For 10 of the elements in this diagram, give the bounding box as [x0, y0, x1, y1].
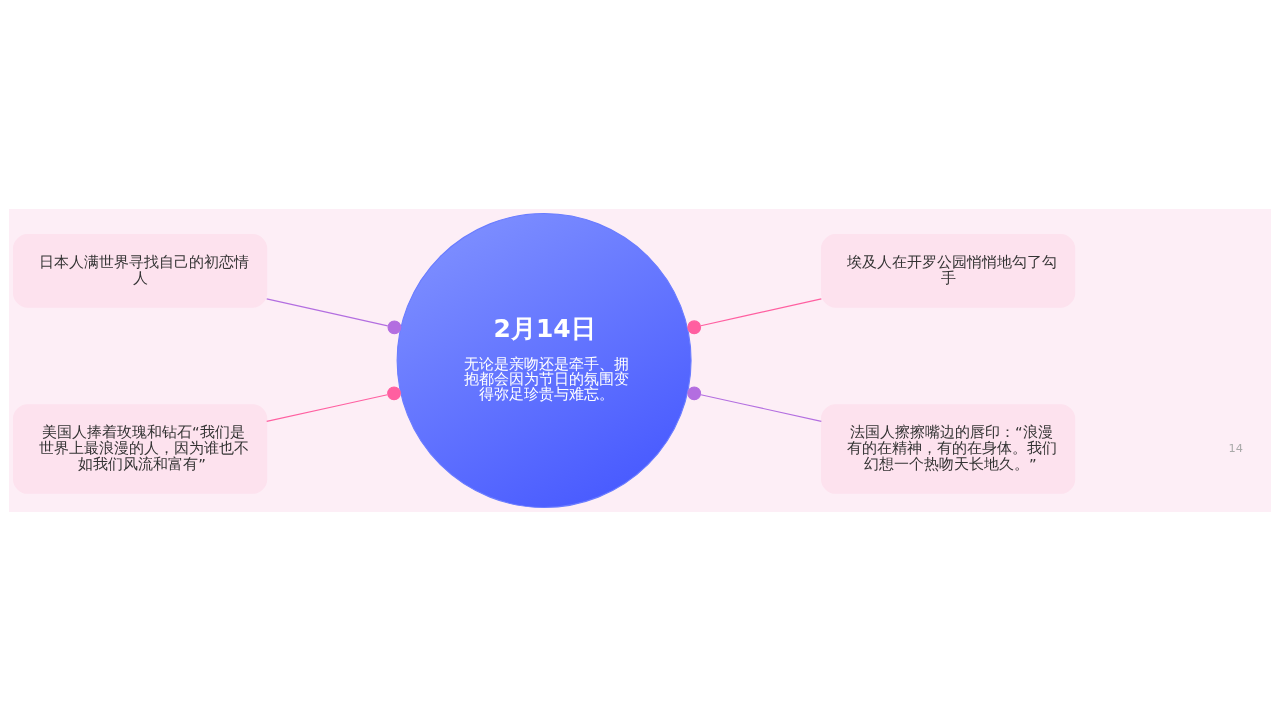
- connector: [266, 385, 401, 422]
- node-box: 美国人捧着玫瑰和钻石“我们是世界上最浪漫的人，因为谁也不如我们风流和富有”: [13, 403, 268, 494]
- label: 14: [1228, 440, 1243, 455]
- node-circle: 2月14日 无论是亲吻还是牵手、拥抱都会因为节日的氛围变得弥足珍贵与难忘。: [396, 212, 692, 508]
- node-box: 日本人满世界寻找自己的初恋情人: [13, 233, 268, 308]
- node-box: 埃及人在开罗公园悄悄地勾了勾手: [821, 233, 1076, 308]
- connector: [687, 297, 822, 334]
- connector: [687, 385, 822, 422]
- connector: [266, 297, 402, 334]
- node-box: 法国人擦擦嘴边的唇印：“浪漫有的在精神，有的在身体。我们幻想一个热吻天长地久。”: [821, 403, 1076, 494]
